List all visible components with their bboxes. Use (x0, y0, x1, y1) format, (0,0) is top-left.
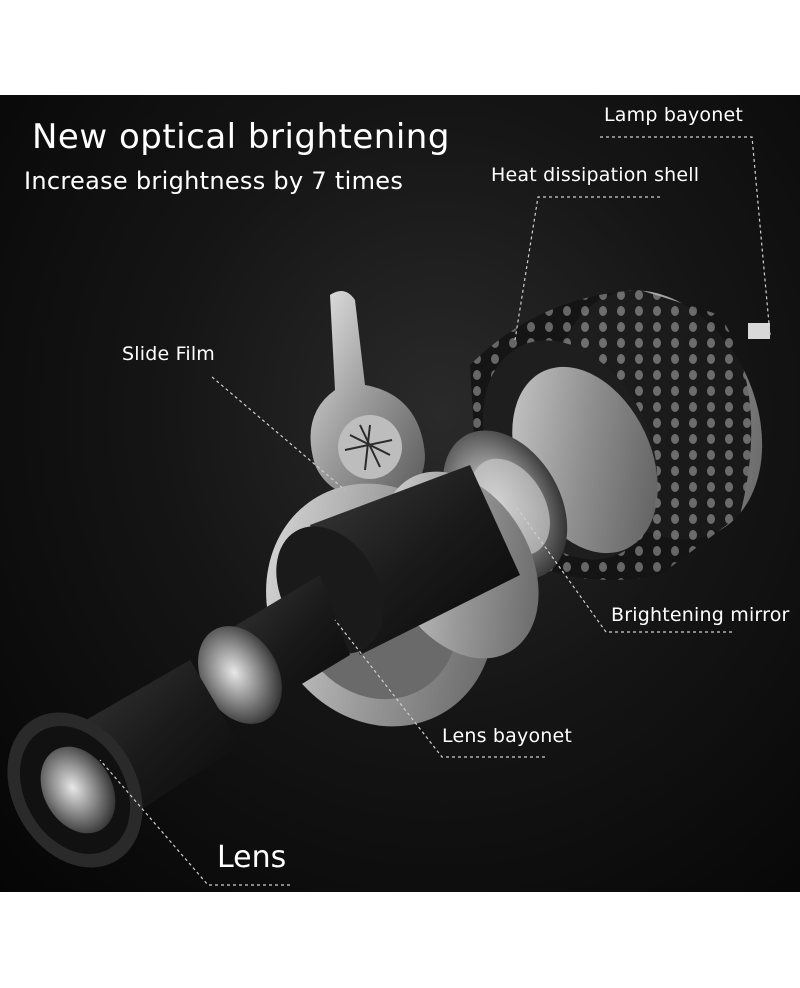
leader-brightening-mirror (514, 504, 732, 633)
label-lens: Lens (217, 840, 287, 875)
product-image: New optical brightening Increase brightn… (0, 95, 800, 892)
leader-lines (99, 136, 771, 886)
lens-tube (198, 575, 350, 724)
leader-lamp-bayonet (600, 136, 771, 336)
label-brightening-mirror: Brightening mirror (611, 604, 790, 626)
lens-assembly (7, 660, 240, 868)
exploded-projector-illustration (7, 136, 771, 886)
label-lamp-bayonet: Lamp bayonet (604, 104, 743, 126)
slide-film (310, 291, 425, 500)
headline-subtitle: Increase brightness by 7 times (24, 167, 404, 195)
headline-title: New optical brightening (32, 117, 450, 157)
label-slide-film: Slide Film (122, 343, 216, 365)
label-heat-dissipation-shell: Heat dissipation shell (491, 164, 700, 186)
leader-lens-bayonet (334, 619, 545, 758)
lamp-bayonet-tab (748, 323, 770, 339)
leader-lens (99, 759, 290, 886)
leader-slide-film (211, 376, 346, 491)
label-lens-bayonet: Lens bayonet (442, 725, 573, 747)
leader-heat-shell (514, 196, 660, 341)
